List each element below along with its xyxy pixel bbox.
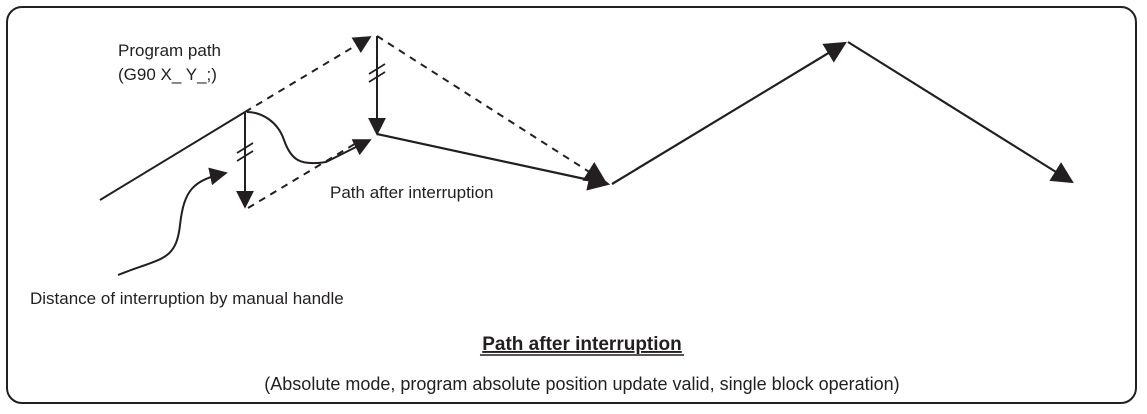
program-path-label-line1: Program path	[118, 41, 221, 60]
path-after-interruption-label: Path after interruption	[330, 183, 493, 202]
path-after-interruption-segment-1	[376, 132, 611, 191]
program-path-dashed-down	[376, 35, 607, 184]
distance-of-interruption-label: Distance of interruption by manual handl…	[30, 289, 344, 308]
caption-title: Path after interruption	[482, 334, 682, 355]
caption-subtitle: (Absolute mode, program absolute positio…	[264, 374, 899, 394]
program-path-start-line	[99, 111, 246, 201]
distance-leader-curve	[117, 167, 228, 276]
break-mark-left	[236, 142, 254, 162]
program-path-label-line2: (G90 X_ Y_;)	[118, 65, 217, 84]
path-after-interruption-segment-3	[847, 41, 1074, 184]
path-after-interruption-segment-2	[611, 41, 847, 185]
shifted-path-dashed	[247, 141, 359, 209]
program-path-dashed-up	[244, 36, 372, 113]
break-mark-right	[368, 63, 386, 83]
diagram-frame	[6, 6, 1137, 404]
interruption-curve	[246, 111, 372, 165]
